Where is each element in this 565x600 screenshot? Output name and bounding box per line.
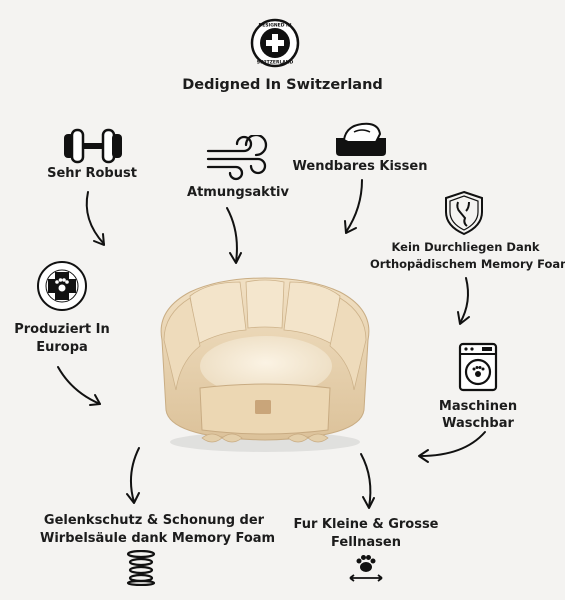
paw-size-icon	[349, 554, 383, 582]
page-title: Dedigned In Switzerland	[182, 77, 383, 93]
seal-ring-text-top: DESIGNED IN	[258, 23, 291, 29]
arrow-sizes	[360, 453, 375, 509]
feature-europe-label-2: Europa	[36, 340, 88, 355]
feature-robust-label: Sehr Robust	[47, 166, 137, 181]
feature-washable-label-1: Maschinen	[438, 399, 518, 414]
swiss-seal-icon: DESIGNED IN SWITZERLAND	[250, 18, 300, 68]
arrow-europe	[57, 366, 101, 406]
feature-breathable-label: Atmungsaktiv	[187, 185, 289, 200]
feature-memory-label-2: Orthopädischem Memory Foam	[370, 257, 565, 271]
orthopedic-shield-icon	[443, 190, 485, 236]
wind-icon	[206, 135, 272, 183]
feature-europe-label-1: Produziert In	[14, 322, 110, 337]
arrow-robust	[85, 191, 105, 246]
feature-joint-label-1: Gelenkschutz & Schonung der	[43, 513, 265, 528]
feature-washable-label-2: Waschbar	[442, 416, 514, 431]
spring-icon	[126, 550, 156, 586]
pet-bed-image	[160, 277, 370, 452]
arrow-reversible	[344, 179, 363, 234]
feature-reversible-label: Wendbares Kissen	[292, 159, 428, 174]
feature-sizes-label-1: Fur Kleine & Grosse	[293, 517, 439, 532]
pet-bed-icon	[332, 118, 390, 158]
feature-sizes-label-2: Fellnasen	[331, 535, 401, 550]
feature-memory-label-1: Kein Durchliegen Dank	[391, 240, 540, 254]
feature-joint-label-2: Wirbelsäule dank Memory Foam	[40, 531, 276, 546]
arrow-washable	[418, 431, 486, 463]
dumbbell-icon	[62, 128, 124, 164]
washing-machine-icon	[458, 342, 498, 392]
europe-vet-seal-icon	[36, 260, 88, 312]
arrow-breathable	[226, 207, 242, 264]
arrow-joint	[126, 447, 140, 504]
arrow-memory	[457, 277, 470, 325]
seal-ring-text-bottom: SWITZERLAND	[257, 60, 294, 66]
leather-tag	[255, 400, 271, 414]
